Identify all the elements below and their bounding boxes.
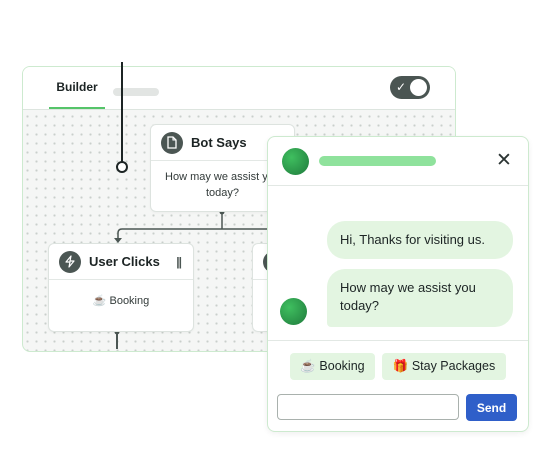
- quick-reply-booking[interactable]: ☕ Booking: [290, 353, 375, 380]
- chat-message: How may we assist you today?: [327, 269, 513, 327]
- document-icon: [161, 131, 183, 154]
- close-icon[interactable]: ✕: [496, 149, 512, 171]
- divider: [268, 340, 528, 341]
- send-button[interactable]: Send: [466, 394, 517, 421]
- bot-says-message: How may we assist you today?: [165, 171, 280, 199]
- bot-avatar-message: [280, 298, 307, 325]
- builder-toggle[interactable]: ✓: [390, 76, 430, 99]
- check-icon: ✓: [396, 80, 407, 94]
- user-clicks-option: ☕ Booking: [92, 295, 150, 307]
- builder-header: Builder ✓: [23, 67, 455, 110]
- bot-says-title: Bot Says: [191, 135, 247, 150]
- user-clicks-node[interactable]: User Clicks || ☕ Booking: [48, 243, 194, 332]
- chat-widget: ✕ Hi, Thanks for visiting us. How may we…: [267, 136, 529, 432]
- bot-avatar: [282, 148, 309, 175]
- chat-message: Hi, Thanks for visiting us.: [327, 221, 513, 259]
- chat-header: ✕: [268, 137, 528, 186]
- drag-handle-icon[interactable]: ||: [176, 255, 182, 269]
- lightning-icon: [59, 250, 81, 273]
- toggle-knob: [410, 79, 427, 96]
- tab-placeholder[interactable]: [113, 88, 159, 96]
- quick-reply-stay-packages[interactable]: 🎁 Stay Packages: [382, 353, 506, 380]
- chat-title-placeholder: [319, 156, 436, 166]
- message-input[interactable]: [277, 394, 459, 420]
- tab-builder[interactable]: Builder: [49, 67, 105, 109]
- user-clicks-header: User Clicks ||: [49, 244, 193, 280]
- user-clicks-title: User Clicks: [89, 254, 160, 269]
- bot-says-header: Bot Says: [151, 125, 294, 161]
